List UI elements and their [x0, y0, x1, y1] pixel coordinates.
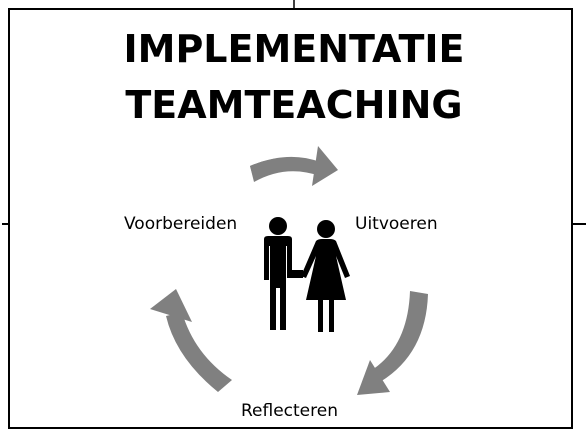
cycle-arrow-right [357, 291, 428, 395]
step-label-uitvoeren: Uitvoeren [355, 214, 438, 234]
title-line-2: TEAMTEACHING [125, 83, 463, 127]
man-woman-holding-hands-icon [264, 217, 350, 332]
slide-frame [8, 8, 573, 429]
cycle-arrow-left [150, 289, 232, 392]
title-line-1: IMPLEMENTATIE [123, 27, 465, 71]
cycle-arrow-top [250, 146, 338, 186]
step-label-reflecteren: Reflecteren [241, 401, 338, 421]
step-label-voorbereiden: Voorbereiden [124, 214, 238, 234]
